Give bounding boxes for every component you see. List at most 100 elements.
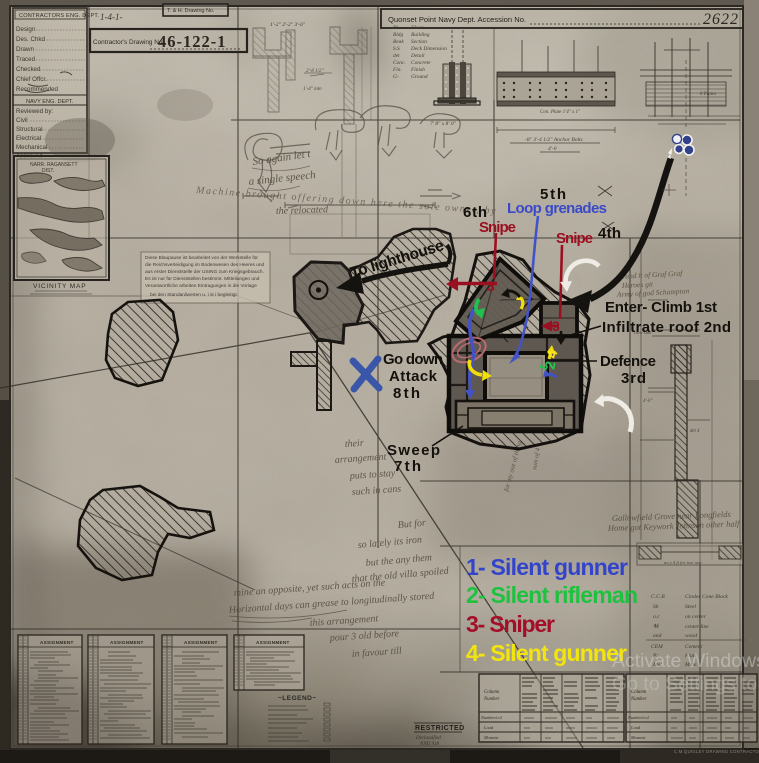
svg-text:4: 4 [543, 348, 560, 359]
svg-text:ASSIGNMENT: ASSIGNMENT [40, 640, 74, 645]
svg-text:Go down: Go down [383, 351, 443, 368]
svg-text:7th: 7th [394, 458, 421, 475]
svg-text:Snipe: Snipe [479, 219, 516, 236]
svg-text:G-: G- [393, 74, 399, 80]
svg-text:Deck Dimension: Deck Dimension [410, 46, 447, 52]
svg-text:3: 3 [552, 318, 560, 334]
svg-text:Drawn: Drawn [16, 46, 34, 53]
svg-text:Recommended: Recommended [16, 86, 59, 93]
svg-text:NAVY ENG. DEPT.: NAVY ENG. DEPT. [26, 99, 74, 105]
svg-text:Number: Number [483, 697, 500, 702]
svg-text:2- Silent rifleman: 2- Silent rifleman [466, 582, 638, 608]
svg-text:sum of 4: sum of 4 [531, 447, 542, 471]
svg-text:Maʹ: Maʹ [652, 661, 662, 668]
svg-text:Cement: Cement [685, 644, 703, 650]
svg-text:1'-2" 2'-2" 3'-6": 1'-2" 2'-2" 3'-6" [270, 22, 306, 28]
svg-text:Traced: Traced [16, 56, 36, 63]
svg-text:Section: Section [411, 39, 427, 45]
svg-text:Finish: Finish [410, 67, 425, 73]
svg-text:ASSIGNMENT: ASSIGNMENT [110, 640, 144, 645]
svg-text:such in cans: such in cans [351, 484, 401, 498]
svg-text:P:: P: [652, 653, 658, 659]
svg-text:Cinder Cone Block: Cinder Cone Block [685, 594, 728, 600]
svg-text:Pl: Pl [392, 25, 398, 31]
svg-text:~LEGEND~: ~LEGEND~ [278, 695, 317, 702]
svg-text:Building: Building [411, 32, 430, 38]
svg-text:Contractor's Drawing No.: Contractor's Drawing No. [93, 39, 164, 46]
svg-text:Civil: Civil [16, 117, 28, 124]
svg-text:Number/col: Number/col [627, 715, 650, 720]
svg-text:CEM: CEM [651, 644, 663, 650]
svg-text:4'-0: 4'-0 [548, 145, 557, 152]
svg-text:ASSIGNMENT: ASSIGNMENT [256, 640, 290, 645]
svg-text:Column: Column [484, 690, 500, 695]
svg-text:Concrete: Concrete [411, 60, 431, 66]
svg-text:wood: wood [685, 633, 697, 639]
svg-text:Gallowfield Grove near Longfie: Gallowfield Grove near Longfields [612, 509, 732, 523]
svg-text:center line: center line [685, 624, 709, 630]
svg-text:Fin.: Fin. [392, 67, 402, 73]
svg-text:Beak: Beak [393, 39, 404, 45]
svg-text:Army of god Schampton: Army of god Schampton [616, 286, 690, 299]
svg-text:DIST.: DIST. [42, 168, 54, 174]
svg-text:3: 3 [487, 278, 495, 294]
svg-text:Go to Settings to activ: Go to Settings to activ [612, 673, 759, 695]
svg-text:Ground: Ground [411, 74, 428, 80]
svg-text:Declassified: Declassified [415, 736, 441, 741]
svg-text:T. & H. Drawing No.: T. & H. Drawing No. [167, 8, 214, 14]
svg-text:Column: Column [631, 690, 647, 695]
svg-text:4'-0": 4'-0" [643, 399, 653, 404]
svg-text:puts to stay: puts to stay [348, 468, 396, 482]
svg-text:aus erster Dienststelle der US: aus erster Dienststelle der USING zum Kr… [145, 269, 264, 275]
svg-text:Load: Load [483, 725, 494, 730]
svg-text:Diese Blaupause ist bearbeitet: Diese Blaupause ist bearbeitet von der W… [145, 255, 258, 261]
svg-text:But for: But for [397, 518, 426, 531]
svg-text:Plate: Plate [684, 653, 697, 659]
svg-text:C.C.B: C.C.B [651, 594, 665, 600]
svg-text:Snipe: Snipe [556, 230, 593, 247]
svg-text:℀: ℀ [653, 623, 660, 630]
svg-text:Checked: Checked [16, 66, 41, 73]
svg-text:3- Sniper: 3- Sniper [466, 611, 555, 637]
svg-text:1-4-1-: 1-4-1- [100, 12, 123, 22]
svg-text:8 Plates: 8 Plates [700, 92, 716, 97]
svg-text:2622: 2622 [703, 11, 739, 28]
svg-text:7' 8" x 8' 0": 7' 8" x 8' 0" [430, 121, 457, 127]
svg-text:Home got Keywork Johnson other: Home got Keywork Johnson other half [607, 518, 741, 533]
svg-text:Mate: Mate [684, 662, 697, 668]
svg-text:NARR. RAGANSETT: NARR. RAGANSETT [30, 162, 78, 168]
svg-text:arrangement: arrangement [334, 451, 387, 466]
svg-text:4th: 4th [598, 225, 621, 242]
svg-text:this arrangement: this arrangement [309, 613, 378, 629]
svg-text:Infiltrate roof 2nd: Infiltrate roof 2nd [602, 319, 731, 336]
svg-text:their: their [344, 438, 364, 450]
svg-text:Enter- Climb 1st: Enter- Climb 1st [605, 299, 717, 316]
svg-text:8th: 8th [393, 385, 420, 402]
svg-text:Design: Design [16, 26, 36, 33]
svg-text:VICINITY MAP: VICINITY MAP [33, 283, 86, 290]
svg-text:Loop grenades: Loop grenades [507, 200, 607, 217]
svg-text:the relocated: the relocated [276, 204, 329, 217]
svg-text:Detail: Detail [410, 53, 425, 59]
svg-text:o.c: o.c [653, 614, 660, 620]
svg-text:Mechanical: Mechanical [16, 144, 47, 151]
svg-text:in favour till: in favour till [351, 646, 402, 660]
svg-text:Number: Number [630, 697, 647, 702]
svg-text:Grand it of Graf Graf: Grand it of Graf Graf [617, 269, 684, 281]
svg-text:Conc.: Conc. [393, 60, 406, 66]
svg-text:1'-4" min: 1'-4" min [303, 87, 322, 92]
svg-text:on center: on center [685, 614, 707, 620]
svg-text:Moment: Moment [630, 735, 646, 740]
svg-text:Des. Chkd: Des. Chkd [16, 36, 45, 43]
svg-text:NND 918: NND 918 [419, 742, 440, 747]
svg-text:bei den Standardwerten u. i st: bei den Standardwerten u. i st i begleit… [150, 292, 238, 298]
svg-text:Quonset Point Navy Dept. Acces: Quonset Point Navy Dept. Accession No. [388, 15, 526, 24]
svg-text:det 4: det 4 [690, 429, 700, 434]
svg-text:5th: 5th [540, 186, 566, 203]
svg-text:Load: Load [630, 725, 641, 730]
svg-text:Floor: Floor [410, 25, 424, 31]
svg-text:Activate Windows: Activate Windows [612, 650, 759, 672]
svg-text:Moment: Moment [483, 735, 499, 740]
svg-text:6th: 6th [463, 204, 487, 221]
svg-text:Structural: Structural [16, 126, 42, 133]
